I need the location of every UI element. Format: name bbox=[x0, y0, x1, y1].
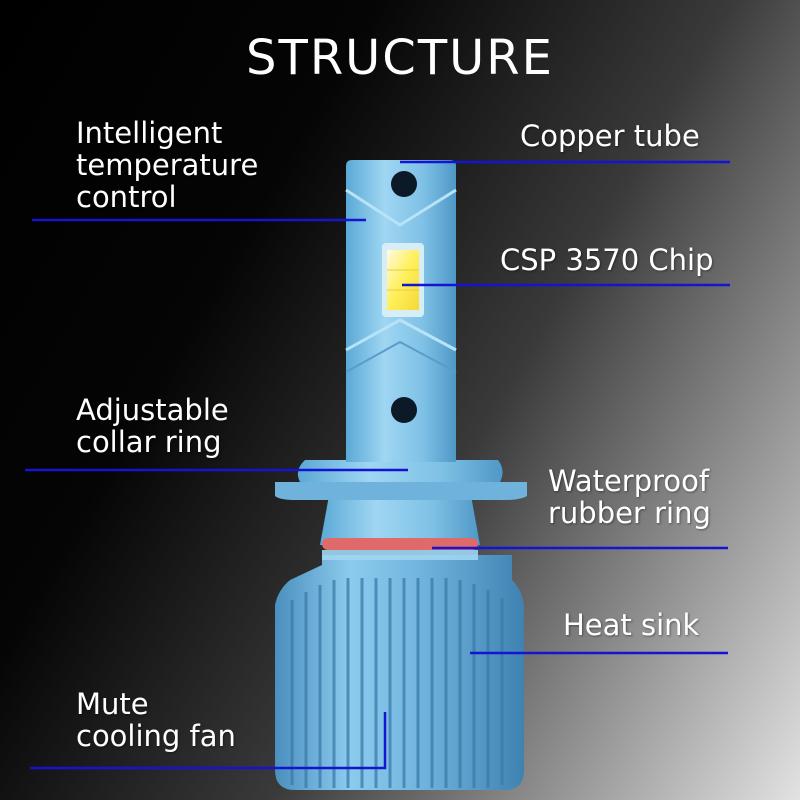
csp-chip bbox=[382, 243, 424, 317]
page-title: STRUCTURE bbox=[246, 30, 554, 86]
label-line: rubber ring bbox=[548, 496, 711, 530]
label-line: Heat sink bbox=[563, 608, 700, 642]
label-waterproof-ring: Waterproof rubber ring bbox=[548, 465, 711, 529]
leader-line-fan bbox=[30, 712, 387, 770]
heat-sink bbox=[275, 555, 524, 790]
label-line: temperature bbox=[76, 148, 259, 182]
label-line: Mute bbox=[76, 687, 149, 721]
label-line: Waterproof bbox=[548, 464, 710, 498]
label-collar-ring: Adjustable collar ring bbox=[76, 394, 229, 458]
label-line: Copper tube bbox=[520, 119, 700, 153]
label-line: cooling fan bbox=[76, 719, 236, 753]
label-line: control bbox=[76, 180, 177, 214]
label-line: Intelligent bbox=[76, 116, 223, 150]
label-line: collar ring bbox=[76, 425, 222, 459]
label-heat-sink: Heat sink bbox=[563, 609, 699, 641]
label-line: Adjustable bbox=[76, 393, 229, 427]
label-csp-chip: CSP 3570 Chip bbox=[500, 244, 713, 276]
label-line: CSP 3570 Chip bbox=[500, 243, 714, 277]
label-copper-tube: Copper tube bbox=[520, 120, 700, 152]
bulb-neck bbox=[320, 490, 480, 545]
label-temperature-control: Intelligent temperature control bbox=[76, 117, 258, 213]
label-cooling-fan: Mute cooling fan bbox=[76, 688, 236, 752]
